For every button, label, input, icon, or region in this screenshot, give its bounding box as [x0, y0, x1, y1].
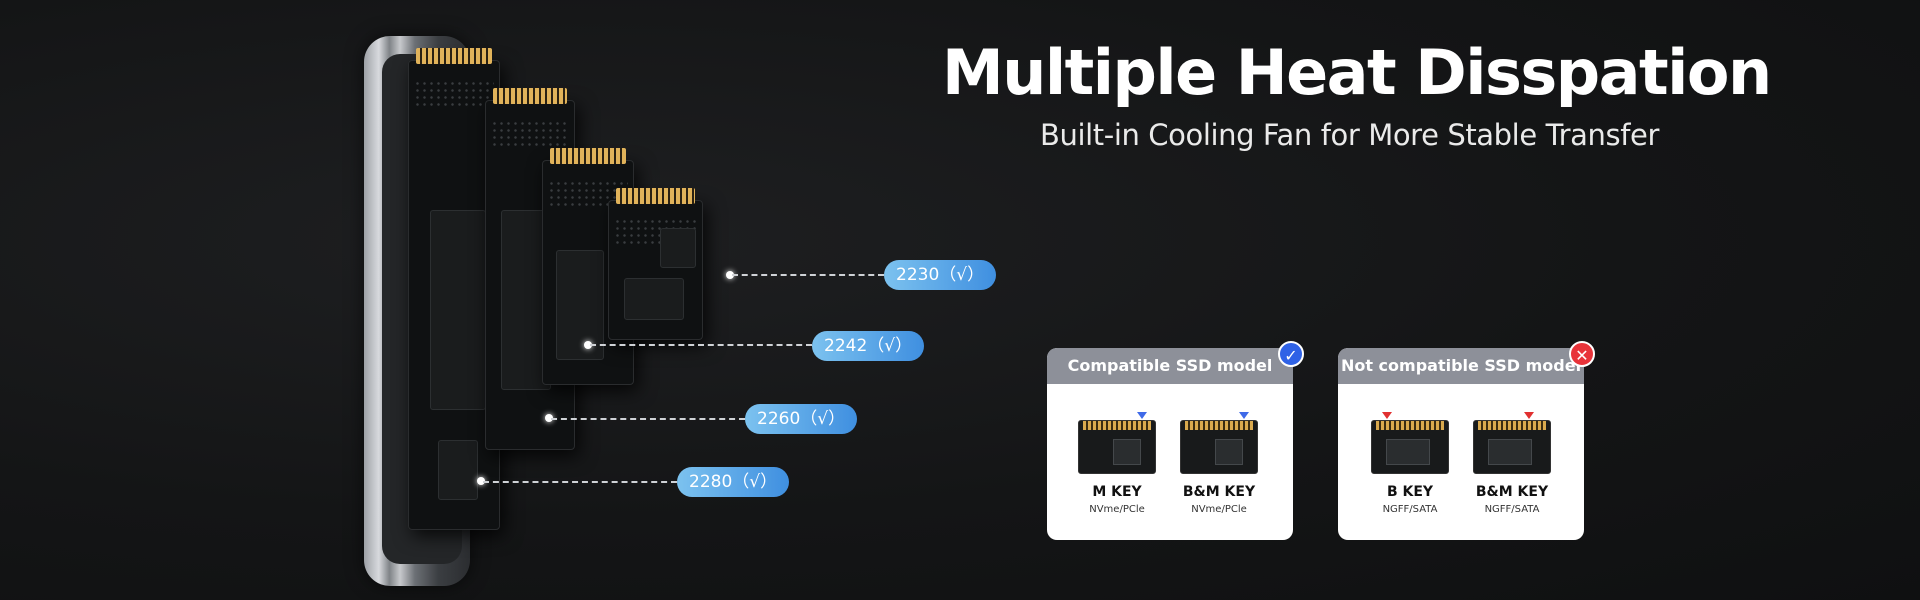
callout-dot-2230 — [726, 271, 734, 279]
notch-marker-icon — [1382, 412, 1392, 419]
size-pill-2230: 2230（√） — [884, 260, 997, 290]
callout-dot-2242 — [584, 341, 592, 349]
compatible-card-title: Compatible SSD model — [1047, 348, 1293, 384]
leader-line-2230 — [732, 274, 884, 276]
callout-dot-2280 — [477, 477, 485, 485]
ssd-board-2280 — [408, 48, 500, 530]
notch-marker-icon — [1137, 412, 1147, 419]
key-protocol: NVme/PCle — [1089, 504, 1145, 515]
key-protocol: NGFF/SATA — [1484, 504, 1540, 515]
leader-line-2280 — [483, 481, 677, 483]
key-protocol: NVme/PCle — [1191, 504, 1247, 515]
subheadline: Built-in Cooling Fan for More Stable Tra… — [1040, 118, 1660, 152]
ssd-thumbnail — [1473, 412, 1551, 474]
callout-dot-2260 — [545, 414, 553, 422]
key-name: B KEY — [1386, 484, 1434, 500]
not-compatible-card: Not compatible SSD model B KEY NGFF/SATA… — [1338, 348, 1584, 540]
compatible-card: Compatible SSD model M KEY NVme/PCle B&M… — [1047, 348, 1293, 540]
notch-marker-icon — [1239, 412, 1249, 419]
ssd-thumbnail — [1371, 412, 1449, 474]
key-name: M KEY — [1092, 484, 1142, 500]
cross-icon: ✕ — [1569, 341, 1595, 367]
ssd-thumbnail — [1078, 412, 1156, 474]
not-compatible-card-title: Not compatible SSD model — [1338, 348, 1584, 384]
bm-key-item: B&M KEY NGFF/SATA — [1472, 412, 1552, 515]
key-name: B&M KEY — [1475, 484, 1549, 500]
ssd-thumbnail — [1180, 412, 1258, 474]
headline: Multiple Heat Disspation — [942, 36, 1772, 109]
leader-line-2242 — [590, 344, 812, 346]
m-key-item: M KEY NVme/PCle — [1077, 412, 1157, 515]
size-pill-2280: 2280（√） — [677, 467, 790, 497]
b-key-item: B KEY NGFF/SATA — [1370, 412, 1450, 515]
size-pill-2242: 2242（√） — [812, 331, 925, 361]
size-pill-2260: 2260（√） — [745, 404, 858, 434]
check-icon: ✓ — [1278, 341, 1304, 367]
key-name: B&M KEY — [1182, 484, 1256, 500]
leader-line-2260 — [551, 418, 745, 420]
ssd-board-2230 — [608, 188, 703, 340]
bm-key-item: B&M KEY NVme/PCle — [1179, 412, 1259, 515]
notch-marker-icon — [1524, 412, 1534, 419]
ssd-enclosure-image — [360, 20, 760, 590]
key-protocol: NGFF/SATA — [1382, 504, 1438, 515]
